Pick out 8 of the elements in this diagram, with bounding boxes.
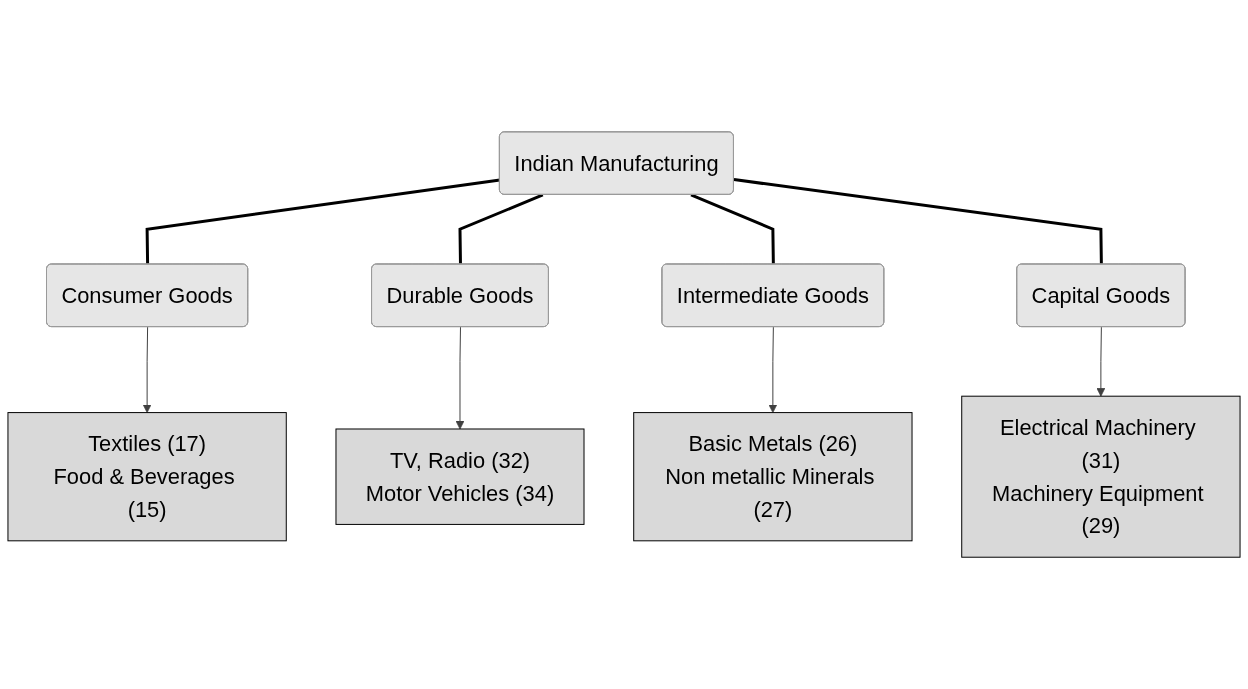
- connector: [733, 178, 1103, 265]
- connector: [458, 193, 544, 265]
- node-box: TV, Radio (32) Motor Vehicles (34): [335, 428, 585, 525]
- connector: [145, 178, 501, 265]
- node-box: Textiles (17) Food & Beverages (15): [7, 412, 287, 542]
- connector: [690, 193, 775, 265]
- node-box: Basic Metals (26) Non metallic Minerals (27): [633, 412, 913, 542]
- node-box: Electrical Machinery (31) Machinery Equipment (29): [961, 395, 1241, 558]
